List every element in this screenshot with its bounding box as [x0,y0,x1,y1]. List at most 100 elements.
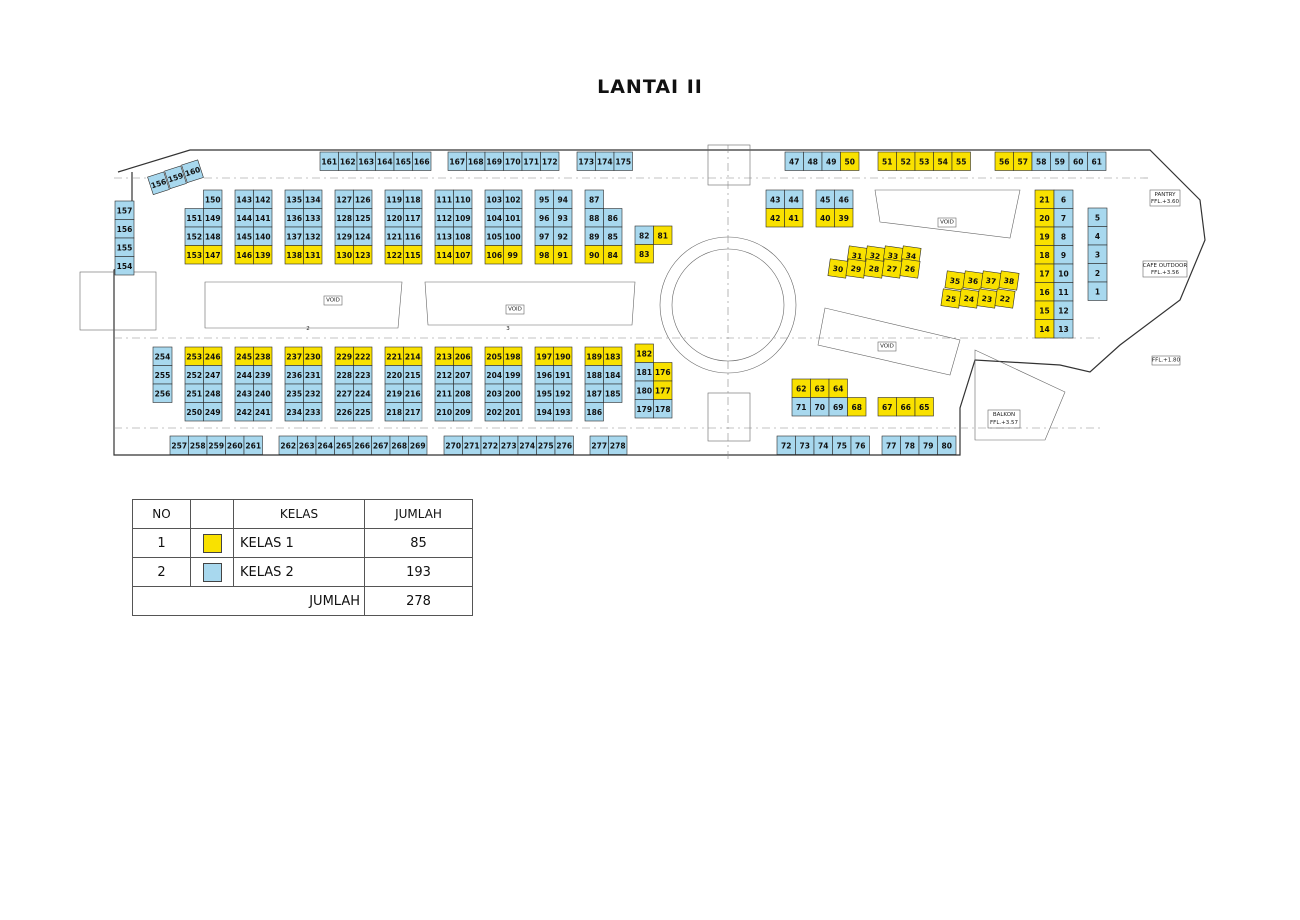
stall-number: 177 [655,386,671,395]
stall-64: 64 [828,378,848,398]
stall-number: 126 [355,195,371,204]
stall-number: 91 [558,251,568,260]
stall-25: 25 [940,288,962,309]
stall-number: 31 [851,251,863,261]
stall-number: 131 [305,251,321,260]
stall-number: 45 [820,195,830,204]
stall-number: 104 [486,214,502,223]
legend-row-kelas-2: 2 KELAS 2 193 [132,557,473,587]
total-value: 278 [364,586,473,616]
stall-21: 21 [1034,189,1055,209]
stall-244: 244 [234,365,254,385]
stall-number: 11 [1058,288,1068,297]
stall-81: 81 [653,225,673,245]
stall-number: 187 [586,389,602,398]
header-jumlah: JUMLAH [364,499,473,529]
stall-20: 20 [1034,208,1055,228]
stall-275: 275 [536,435,556,455]
stall-141: 141 [253,208,273,228]
stall-number: 144 [236,214,252,223]
stall-265: 265 [334,435,354,455]
stall-number: 15 [1039,306,1049,315]
stall-84: 84 [603,245,623,265]
stall-44: 44 [784,189,804,209]
stall-number: 107 [455,251,471,260]
stall-number: 214 [405,352,421,361]
stall-150: 150 [203,189,223,209]
stall-69: 69 [828,397,848,417]
stall-number: 251 [186,389,202,398]
stall-number: 108 [455,232,471,241]
stall-number: 16 [1039,288,1049,297]
stall-245: 245 [234,346,254,366]
stall-number: 196 [536,371,552,380]
stall-240: 240 [253,383,273,403]
stall-59: 59 [1050,151,1070,171]
stall-number: 117 [405,214,421,223]
stall-number: 175 [615,157,631,166]
stall-number: 90 [589,251,599,260]
stall-154: 154 [114,256,135,276]
stall-number: 234 [286,408,302,417]
stall-124: 124 [353,226,373,246]
stall-number: 161 [321,157,337,166]
stall-number: 168 [468,157,484,166]
stall-236: 236 [284,365,304,385]
stall-203: 203 [484,383,504,403]
stall-number: 236 [286,371,302,380]
stall-200: 200 [503,383,523,403]
stall-221: 221 [384,346,404,366]
stall-40: 40 [815,208,835,228]
stall-number: 99 [508,251,518,260]
stall-157: 157 [114,200,135,220]
legend-total-row: JUMLAH 278 [132,586,473,616]
stall-number: 102 [505,195,521,204]
stall-262: 262 [278,435,298,455]
stall-number: 164 [377,157,393,166]
stall-27: 27 [881,258,903,279]
legend-table: NO KELAS JUMLAH 1 KELAS 1 85 2 KELAS 2 1… [132,499,473,616]
stall-number: 212 [436,371,452,380]
stall-number: 275 [538,441,554,450]
stall-number: 98 [539,251,549,260]
stall-160: 160 [181,159,204,184]
stall-178: 178 [653,399,673,419]
stall-number: 269 [410,441,426,450]
stall-number: 25 [945,294,957,304]
stall-number: 44 [789,195,799,204]
stall-number: 123 [355,251,371,260]
stall-number: 193 [555,408,571,417]
stall-number: 199 [505,371,521,380]
stall-number: 141 [255,214,271,223]
stall-number: 252 [186,371,202,380]
stall-204: 204 [484,365,504,385]
stall-number: 231 [305,371,321,380]
stall-192: 192 [553,383,573,403]
stair-number: 2 [306,326,310,332]
stall-246: 246 [203,346,223,366]
stall-number: 213 [436,352,452,361]
stall-number: 20 [1039,214,1049,223]
stall-number: 244 [236,371,252,380]
stall-number: 228 [336,371,352,380]
stall-number: 205 [486,352,502,361]
stall-number: 109 [455,214,471,223]
stall-133: 133 [303,208,323,228]
stall-269: 269 [408,435,428,455]
stall-167: 167 [447,151,467,171]
stall-number: 42 [770,214,780,223]
stall-number: 12 [1058,306,1068,315]
stall-number: 119 [386,195,402,204]
stall-number: 181 [636,368,652,377]
stall-number: 43 [770,195,780,204]
void-label: VOID [940,220,954,226]
stall-148: 148 [203,226,223,246]
stall-56: 56 [994,151,1014,171]
stall-number: 271 [464,441,480,450]
stall-131: 131 [303,245,323,265]
stall-250: 250 [184,402,204,422]
stall-278: 278 [608,435,628,455]
stall-253: 253 [184,346,204,366]
stall-number: 127 [336,195,352,204]
stall-number: 73 [800,441,810,450]
